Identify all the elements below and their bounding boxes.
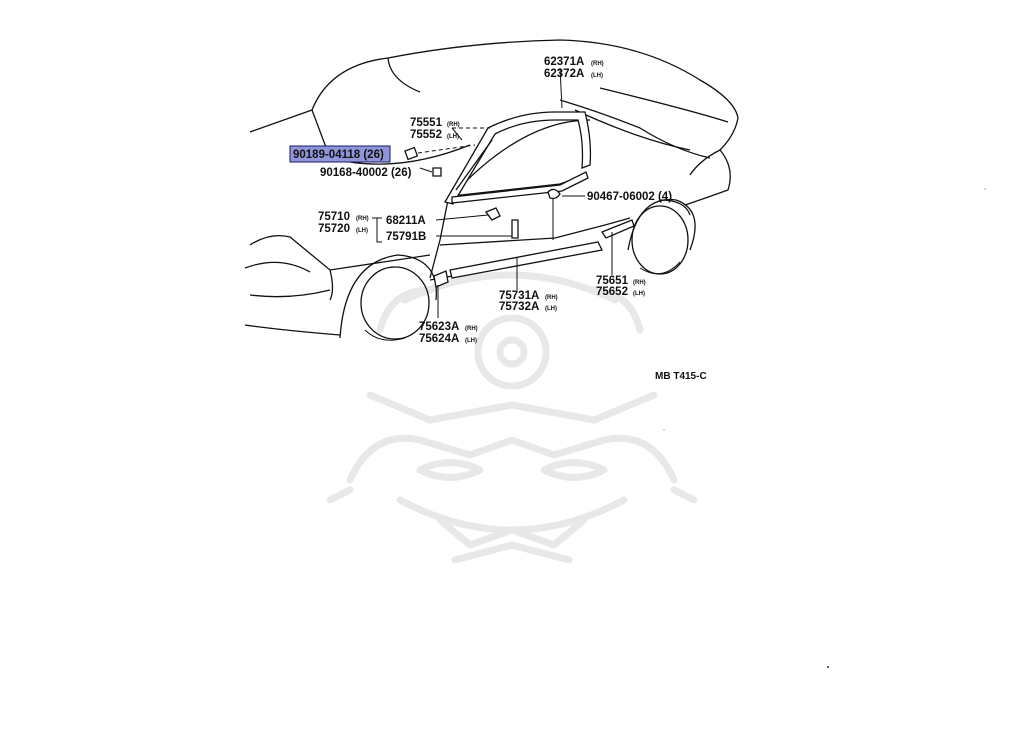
label-62372a[interactable]: 62372A	[544, 68, 584, 80]
label-68211a[interactable]: 68211A	[386, 215, 426, 227]
label-75732a-side: (LH)	[545, 306, 557, 312]
label-75652-side: (LH)	[633, 291, 645, 297]
label-75651[interactable]: 75651	[596, 275, 629, 287]
label-75710-side: (RH)	[356, 216, 369, 222]
label-75710[interactable]: 75710	[318, 211, 350, 223]
label-75552[interactable]: 75552	[410, 129, 442, 141]
label-75731a[interactable]: 75731A	[499, 290, 539, 302]
window-moulding-part	[444, 111, 592, 205]
leader-lines	[372, 67, 613, 318]
label-62371a[interactable]: 62371A	[544, 56, 584, 68]
label-75732a[interactable]: 75732A	[499, 301, 539, 313]
label-75652[interactable]: 75652	[596, 286, 628, 298]
scan-specks	[663, 188, 986, 668]
label-75551[interactable]: 75551	[410, 117, 443, 129]
label-62372a-side: (LH)	[591, 73, 603, 79]
highlight-box	[289, 145, 391, 163]
door-belt-moulding-part	[451, 171, 589, 204]
label-75624a[interactable]: 75624A	[419, 333, 459, 345]
label-90467-06002[interactable]: 90467-06002 (4)	[587, 191, 672, 203]
watermark-logo	[326, 271, 698, 564]
label-90189-04118[interactable]: 90189-04118 (26)	[293, 149, 384, 161]
clip-parts	[404, 146, 561, 239]
label-75720-side: (LH)	[356, 228, 368, 234]
label-75651-side: (RH)	[633, 280, 646, 286]
side-moulding-part	[433, 219, 635, 288]
label-75551-side: (RH)	[447, 122, 460, 128]
label-75623a-side: (RH)	[465, 326, 478, 332]
label-75731a-side: (RH)	[545, 295, 558, 301]
part-labels[interactable]: 62371A (RH) 62372A (LH) 75551 (RH) 75552…	[293, 56, 707, 382]
diagram-code: MB T415-C	[655, 371, 707, 382]
label-75552-side: (LH)	[447, 134, 459, 140]
label-62371a-side: (RH)	[591, 61, 604, 67]
label-75623a[interactable]: 75623A	[419, 321, 459, 333]
label-75624a-side: (LH)	[465, 338, 477, 344]
label-75720[interactable]: 75720	[318, 223, 350, 235]
label-75791b[interactable]: 75791B	[386, 231, 426, 243]
label-90168-40002[interactable]: 90168-40002 (26)	[320, 167, 412, 179]
